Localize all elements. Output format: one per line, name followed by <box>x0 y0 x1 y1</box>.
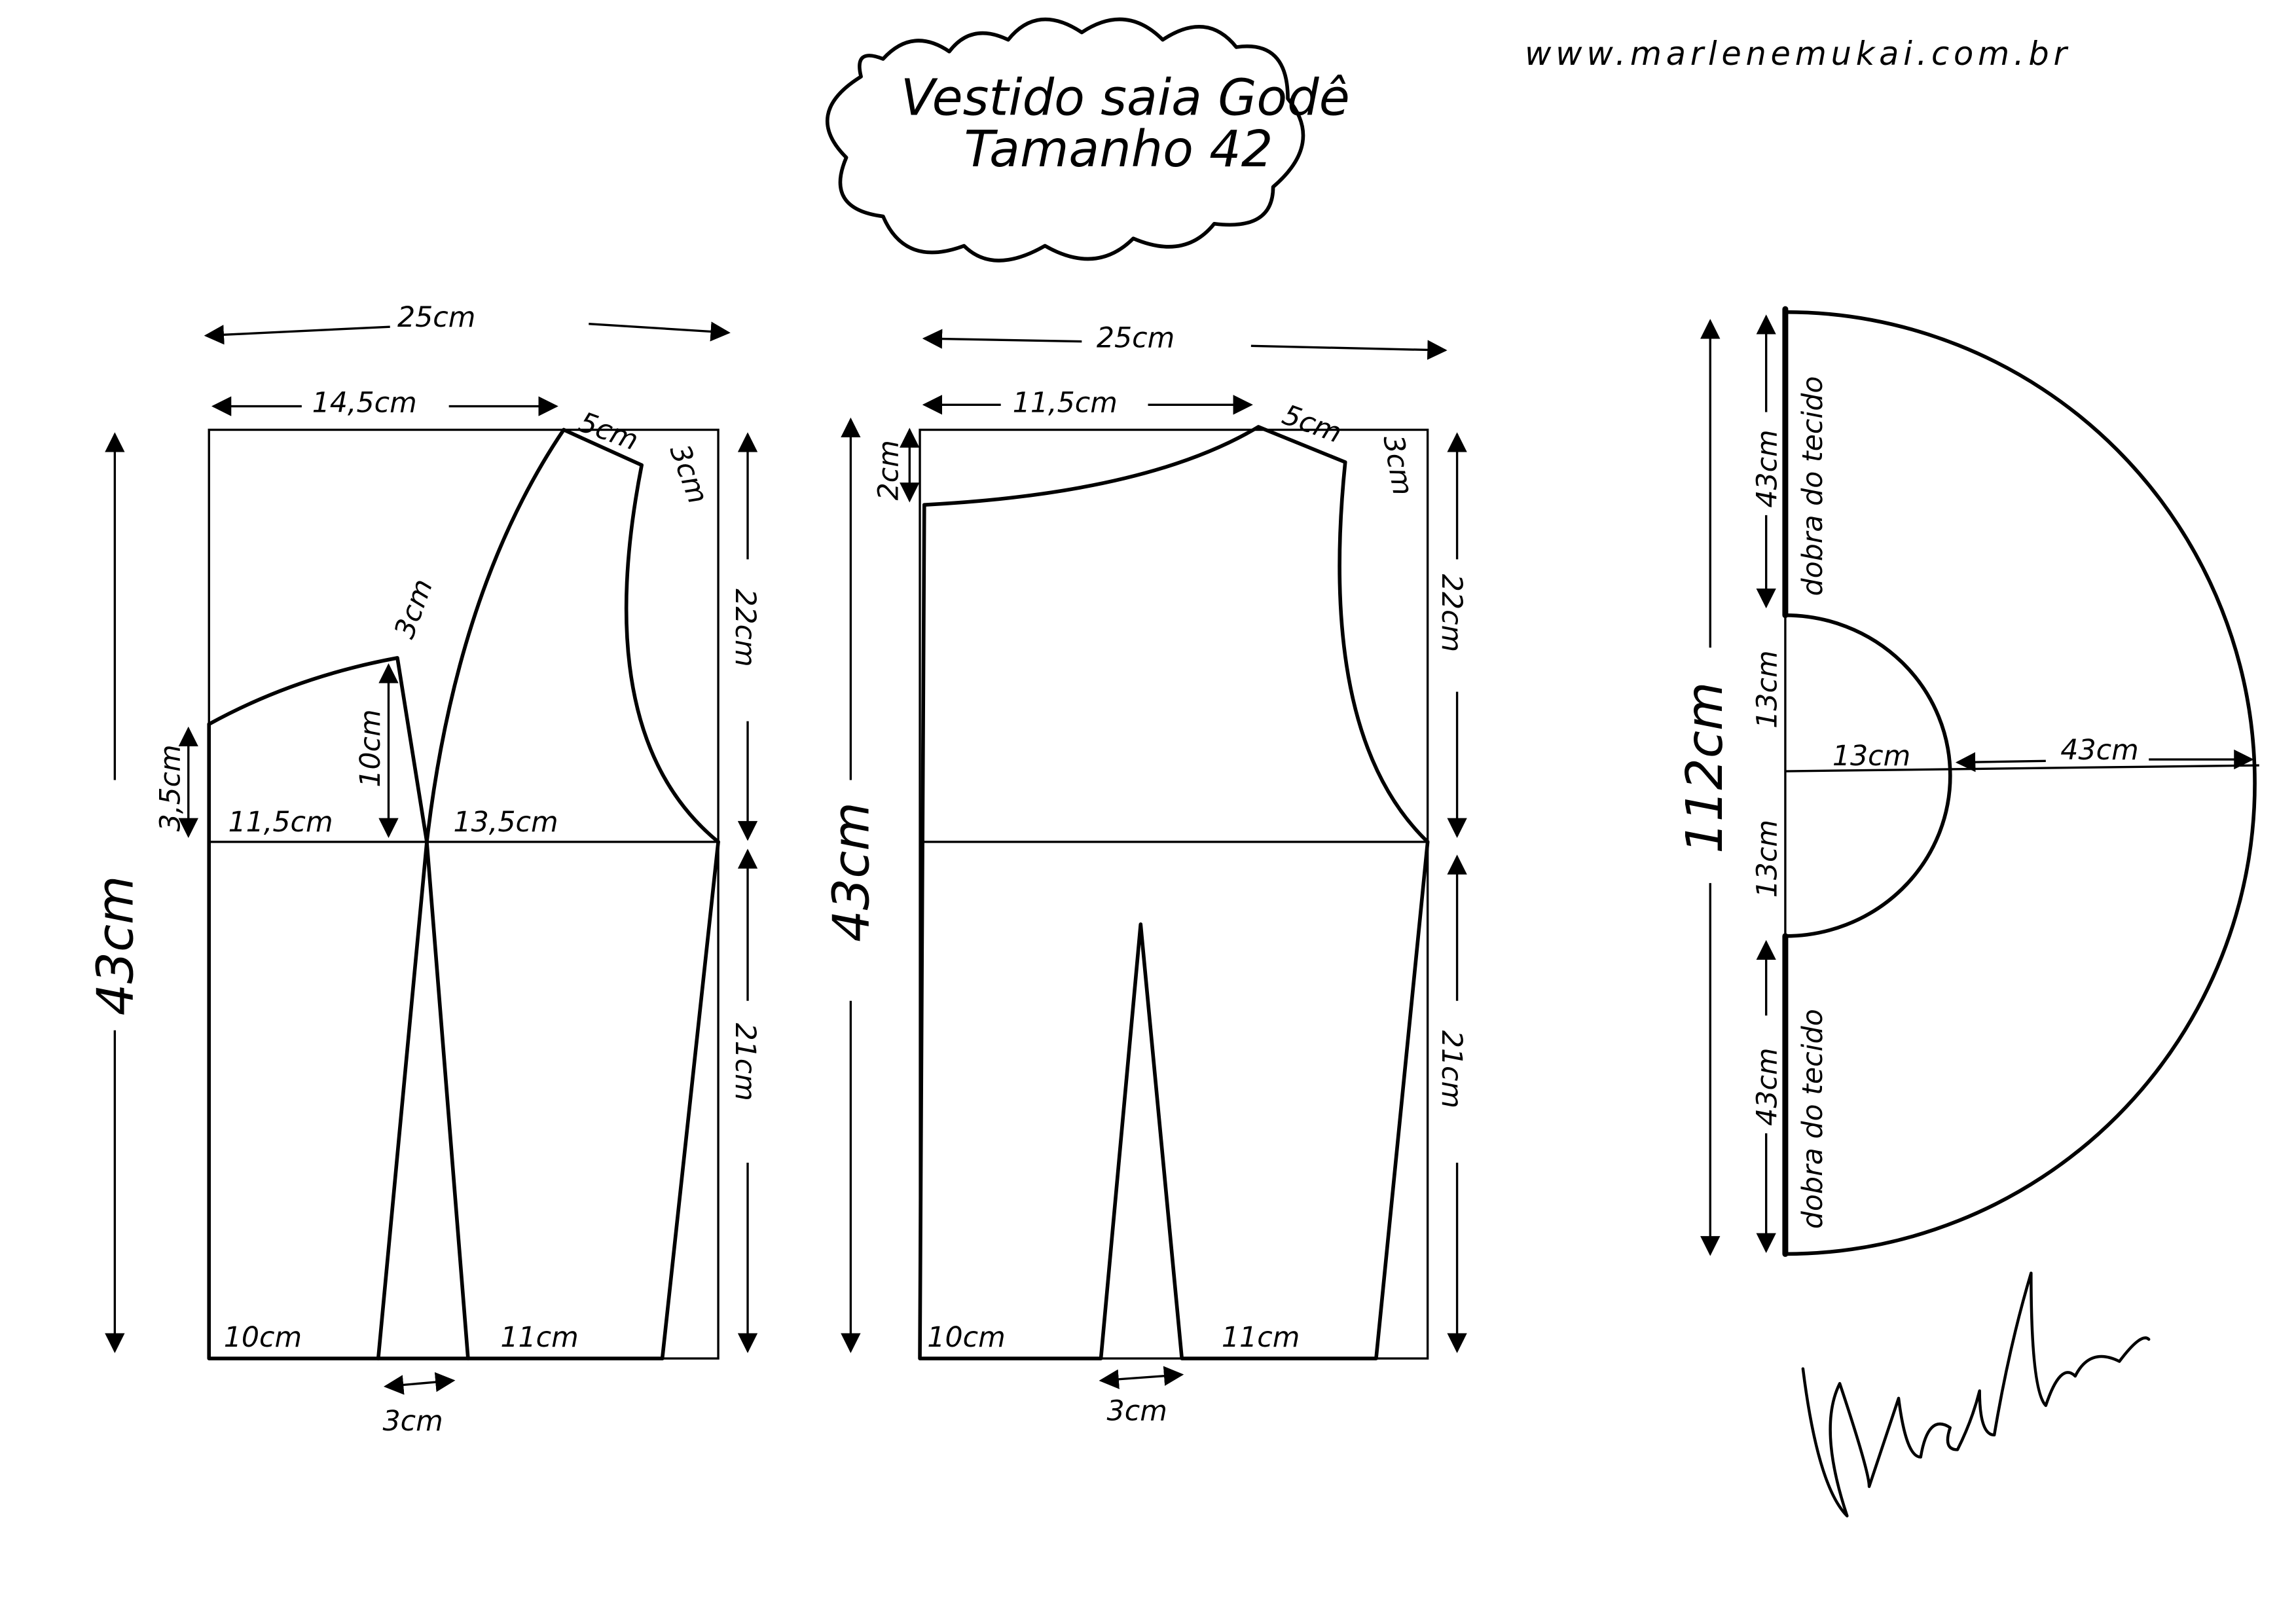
front-neck-label: 14,5cm <box>312 387 417 420</box>
back-shoulder-drop-label: 3cm <box>1376 433 1419 498</box>
front-bodice-height-label: 22cm <box>729 589 761 666</box>
front-hem-right-label: 11cm <box>500 1321 578 1354</box>
skirt-waist-bottom-label: 13cm <box>1751 820 1783 898</box>
back-hem-dart-label: 3cm <box>1107 1394 1167 1427</box>
website-url[interactable]: www.marlenemukai.com.br <box>1525 35 2071 73</box>
skirt-waist-radius-label: 13cm <box>1832 740 1910 773</box>
front-hem-dart-label: 3cm <box>383 1405 443 1438</box>
back-hem-right-label: 11cm <box>1222 1321 1300 1354</box>
front-dart-height-label: 10cm <box>354 709 387 787</box>
front-total-height-label: 43cm <box>86 876 145 1016</box>
back-bodice-pattern: 25cm 11,5cm 5cm 3cm 2cm 22cm 21cm 43cm 1… <box>822 322 1468 1428</box>
front-skirt-height-label: 21cm <box>729 1023 761 1101</box>
title-line1: Vestido saia Godê <box>901 69 1350 127</box>
front-hem-left-label: 10cm <box>224 1321 302 1354</box>
back-skirt-height-label: 21cm <box>1435 1030 1468 1108</box>
skirt-waist-top-label: 13cm <box>1751 650 1783 728</box>
front-width-label: 25cm <box>397 301 475 334</box>
title-cloud: Vestido saia Godê Tamanho 42 <box>825 17 1350 263</box>
skirt-total-length-label: 112cm <box>1676 682 1734 854</box>
front-dart-top-label: 3cm <box>388 575 440 643</box>
skirt-fold-label-top: dobra do tecido <box>1796 376 1829 596</box>
front-waist-right-label: 13,5cm <box>453 806 558 839</box>
back-shoulder-label: 5cm <box>1278 399 1346 450</box>
skirt-fold-label-bottom: dobra do tecido <box>1796 1009 1829 1229</box>
skirt-fold-top-length-label: 43cm <box>1751 429 1783 507</box>
back-width-label: 25cm <box>1097 322 1175 355</box>
title-line2: Tamanho 42 <box>964 120 1273 179</box>
circle-skirt-pattern: 112cm 43cm 13cm 13cm 43cm dobra do tecid… <box>1676 306 2259 1257</box>
signature <box>1801 1271 2151 1518</box>
front-bodice-pattern: 25cm 14,5cm 5cm 3cm 3cm 10cm 3,5cm 11,5c… <box>86 301 761 1438</box>
back-total-height-label: 43cm <box>822 802 881 942</box>
front-waist-left-label: 11,5cm <box>228 806 333 839</box>
back-neck-label: 11,5cm <box>1013 387 1118 420</box>
front-side-label: 3,5cm <box>154 744 187 831</box>
skirt-length-label: 43cm <box>2060 734 2138 767</box>
front-shoulder-drop-label: 3cm <box>663 440 715 508</box>
skirt-fold-bottom-length-label: 43cm <box>1751 1047 1783 1125</box>
back-neck-drop-label: 2cm <box>872 440 905 500</box>
back-hem-left-label: 10cm <box>927 1321 1005 1354</box>
back-bodice-height-label: 22cm <box>1435 574 1468 652</box>
